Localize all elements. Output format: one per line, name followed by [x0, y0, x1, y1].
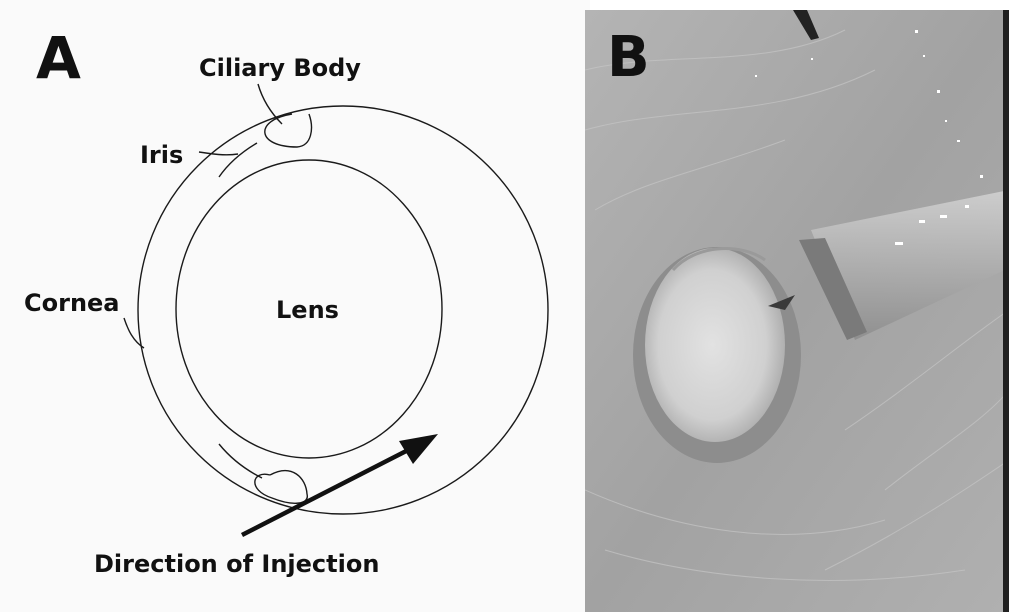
eyeball: [645, 248, 785, 442]
lens-label: Lens: [276, 296, 339, 324]
photo-right-edge: [1003, 10, 1009, 612]
ciliary-body-label: Ciliary Body: [199, 54, 361, 82]
direction-of-injection-label: Direction of Injection: [94, 550, 379, 578]
panel-a-diagram: A Ciliary Body Iris Cornea Lens Directio…: [0, 0, 590, 612]
cornea-label: Cornea: [24, 289, 120, 317]
panel-b-photo: B: [585, 10, 1009, 612]
panel-b-letter: B: [607, 25, 650, 90]
panel-a-letter: A: [36, 24, 81, 92]
iris-label: Iris: [140, 141, 183, 169]
